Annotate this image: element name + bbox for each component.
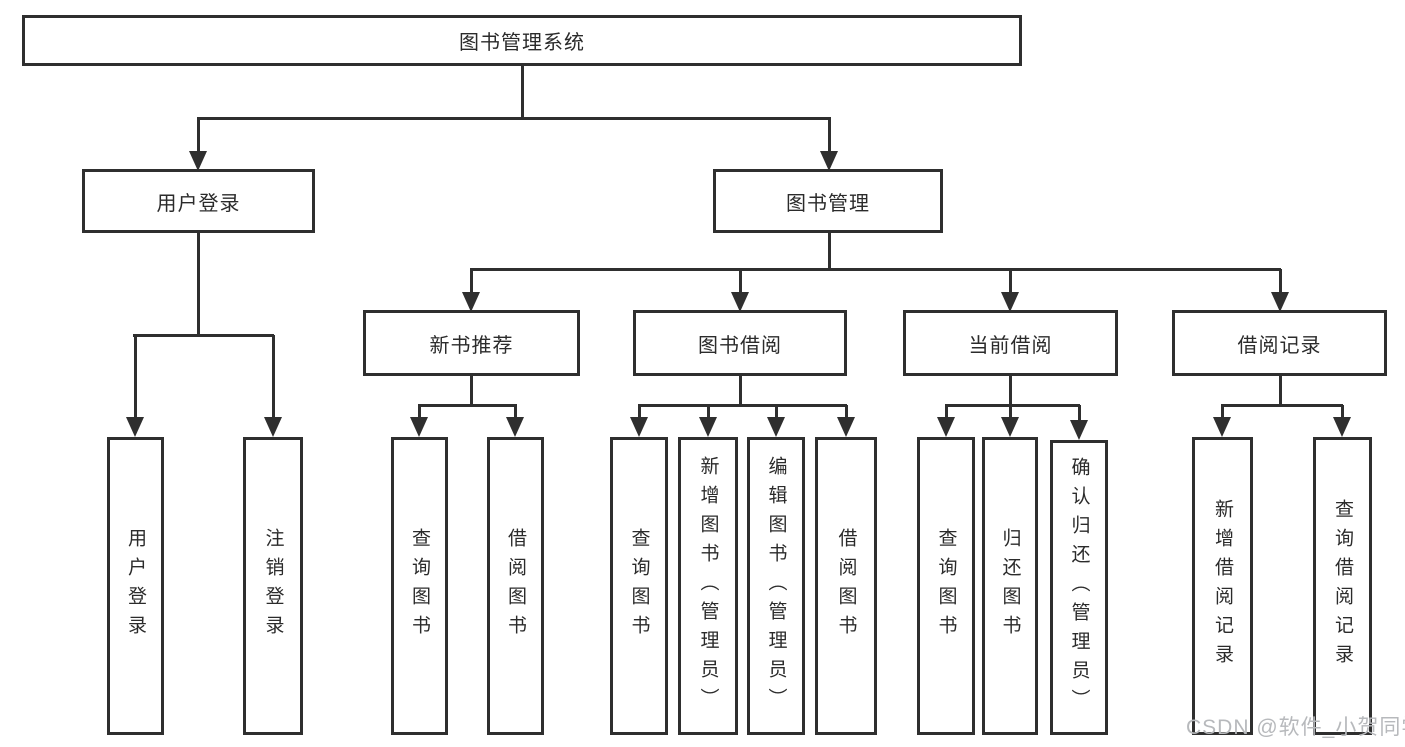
- leaf-logout: 注销登录: [243, 437, 303, 735]
- leaf-borrow-books-recommend: 借阅图书: [487, 437, 544, 735]
- connector-line: [1078, 405, 1081, 420]
- leaf-query-books-recommend: 查询图书: [391, 437, 448, 735]
- node-library-system-label: 图书管理系统: [459, 32, 585, 54]
- leaf-add-borrow-record: 新增借阅记录: [1192, 437, 1253, 735]
- arrow-down-icon: [1271, 292, 1289, 312]
- leaf-query-books-borrow: 查询图书: [610, 437, 668, 735]
- arrow-down-icon: [410, 417, 428, 437]
- node-new-book-recommendation: 新书推荐: [363, 310, 580, 376]
- connector-line: [739, 376, 742, 406]
- connector-line: [470, 268, 1281, 271]
- node-book-management: 图书管理: [713, 169, 943, 233]
- connector-line: [1221, 405, 1224, 417]
- node-current-borrowing: 当前借阅: [903, 310, 1118, 376]
- node-user-login-label: 用户登录: [156, 192, 241, 215]
- arrow-down-icon: [937, 417, 955, 437]
- csdn-watermark: CSDN @软件_小贺同学: [1186, 716, 1405, 739]
- connector-line: [1221, 404, 1343, 407]
- leaf-query-books-current: 查询图书: [917, 437, 975, 735]
- leaf-add-borrow-record-label: 新增借阅记录: [1212, 499, 1233, 673]
- connector-line: [521, 66, 524, 118]
- leaf-edit-book-admin: 编辑图书（管理员）: [747, 437, 805, 735]
- connector-line: [739, 269, 742, 292]
- arrow-down-icon: [820, 151, 838, 171]
- leaf-add-book-admin-label: 新增图书（管理员）: [697, 455, 719, 717]
- connector-line: [828, 118, 831, 151]
- connector-line: [1279, 269, 1282, 292]
- leaf-borrow-books-recommend-label: 借阅图书: [505, 528, 526, 644]
- arrow-down-icon: [1001, 417, 1019, 437]
- arrow-down-icon: [189, 151, 207, 171]
- connector-line: [707, 405, 710, 417]
- arrow-down-icon: [837, 417, 855, 437]
- leaf-add-book-admin: 新增图书（管理员）: [678, 437, 738, 735]
- connector-line: [197, 117, 831, 120]
- leaf-confirm-return-admin: 确认归还（管理员）: [1050, 440, 1108, 735]
- arrow-down-icon: [126, 417, 144, 437]
- connector-line: [1341, 405, 1344, 417]
- arrow-down-icon: [699, 417, 717, 437]
- leaf-user-login-label: 用户登录: [125, 528, 146, 644]
- arrow-down-icon: [264, 417, 282, 437]
- connector-line: [197, 233, 200, 335]
- node-borrowing-records-label: 借阅记录: [1237, 334, 1322, 357]
- node-book-borrowing: 图书借阅: [633, 310, 847, 376]
- node-new-book-recommendation-label: 新书推荐: [429, 334, 514, 357]
- node-user-login: 用户登录: [82, 169, 315, 233]
- leaf-query-books-recommend-label: 查询图书: [409, 528, 430, 644]
- leaf-return-book-label: 归还图书: [999, 528, 1021, 644]
- connector-line: [418, 405, 421, 417]
- connector-line: [945, 404, 1080, 407]
- connector-line: [638, 404, 847, 407]
- arrow-down-icon: [630, 417, 648, 437]
- leaf-query-borrow-record: 查询借阅记录: [1313, 437, 1372, 735]
- node-current-borrowing-label: 当前借阅: [968, 334, 1053, 357]
- connector-line: [418, 404, 517, 407]
- node-book-borrowing-label: 图书借阅: [698, 334, 782, 357]
- connector-line: [1009, 376, 1012, 406]
- leaf-user-login: 用户登录: [107, 437, 164, 735]
- connector-line: [470, 269, 473, 292]
- arrow-down-icon: [462, 292, 480, 312]
- connector-line: [828, 233, 831, 269]
- connector-line: [1009, 269, 1012, 292]
- connector-line: [134, 335, 137, 417]
- leaf-borrow-books-borrow: 借阅图书: [815, 437, 877, 735]
- connector-line: [133, 334, 274, 337]
- connector-line: [514, 405, 517, 417]
- leaf-query-books-borrow-label: 查询图书: [628, 528, 650, 644]
- connector-line: [1279, 376, 1282, 406]
- leaf-return-book: 归还图书: [982, 437, 1038, 735]
- connector-line: [1009, 405, 1012, 417]
- node-borrowing-records: 借阅记录: [1172, 310, 1387, 376]
- connector-line: [845, 405, 848, 417]
- arrow-down-icon: [767, 417, 785, 437]
- connector-line: [470, 376, 473, 406]
- leaf-query-borrow-record-label: 查询借阅记录: [1332, 499, 1353, 673]
- connector-line: [272, 335, 275, 417]
- connector-line: [638, 405, 641, 417]
- connector-line: [945, 405, 948, 417]
- leaf-confirm-return-admin-label: 确认归还（管理员）: [1068, 457, 1090, 718]
- arrow-down-icon: [1001, 292, 1019, 312]
- leaf-borrow-books-borrow-label: 借阅图书: [835, 528, 857, 644]
- arrow-down-icon: [1070, 420, 1088, 440]
- node-library-system: 图书管理系统: [22, 15, 1022, 66]
- arrow-down-icon: [506, 417, 524, 437]
- arrow-down-icon: [1213, 417, 1231, 437]
- node-book-management-label: 图书管理: [786, 192, 870, 215]
- leaf-logout-label: 注销登录: [262, 528, 284, 644]
- connector-line: [775, 405, 778, 417]
- leaf-query-books-current-label: 查询图书: [935, 528, 957, 644]
- connector-line: [197, 118, 200, 151]
- arrow-down-icon: [731, 292, 749, 312]
- arrow-down-icon: [1333, 417, 1351, 437]
- leaf-edit-book-admin-label: 编辑图书（管理员）: [765, 455, 787, 717]
